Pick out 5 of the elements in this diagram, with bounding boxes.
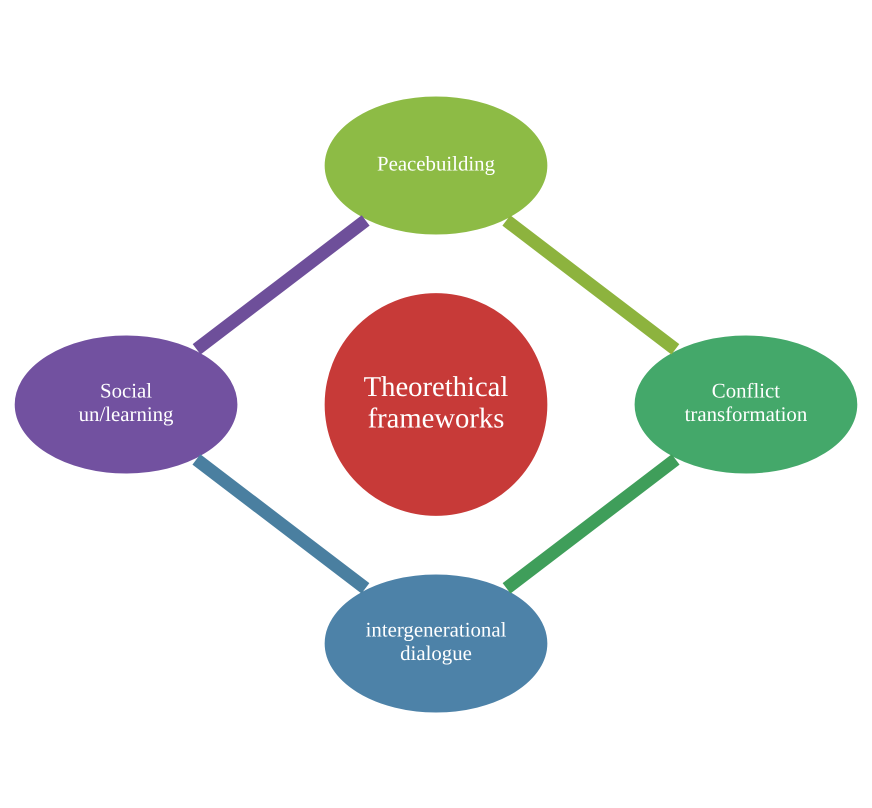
connector bbox=[502, 214, 680, 354]
node-circle: Theorethical frameworks bbox=[322, 290, 550, 518]
connector bbox=[192, 454, 370, 594]
connector bbox=[192, 214, 370, 354]
connector bbox=[502, 454, 680, 594]
